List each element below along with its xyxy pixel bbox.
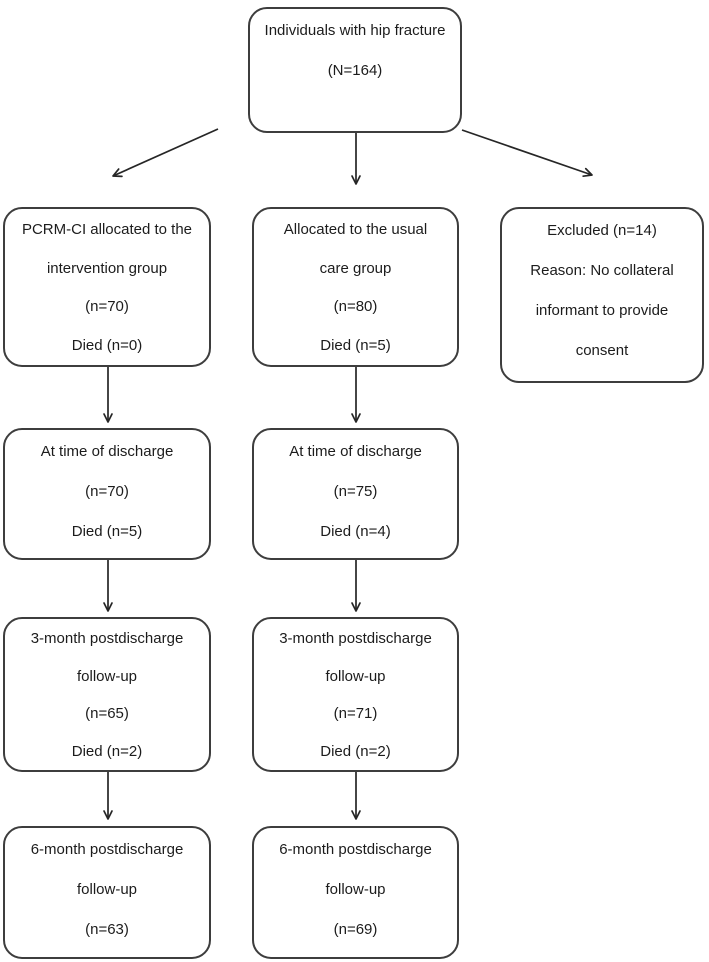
- box-usual-care-3-month-line: 3-month postdischarge: [279, 630, 432, 648]
- box-excluded-reason: consent: [575, 341, 629, 359]
- box-usual-care-allocation: Allocated to the usual care group (n=80)…: [252, 207, 459, 367]
- box-usual-care-3-month-count: (n=71): [333, 705, 378, 723]
- box-intervention-6-month: 6-month postdischarge follow-up (n=63): [3, 826, 211, 959]
- box-intervention-6-month-line: follow-up: [76, 880, 138, 898]
- box-usual-care-allocation-died: Died (n=5): [320, 337, 391, 355]
- box-intervention-3-month-line: 3-month postdischarge: [30, 630, 184, 648]
- box-intervention-discharge-line: At time of discharge: [40, 442, 174, 460]
- box-usual-care-3-month: 3-month postdischarge follow-up (n=71) D…: [252, 617, 459, 772]
- box-usual-care-allocation-count: (n=80): [333, 298, 378, 316]
- box-intervention-6-month-line: 6-month postdischarge: [30, 840, 184, 858]
- box-intervention-allocation-line: PCRM-CI allocated to the: [21, 220, 193, 238]
- box-usual-care-discharge-died: Died (n=4): [320, 522, 391, 540]
- box-excluded-reason: informant to provide: [535, 301, 669, 319]
- box-intervention-discharge: At time of discharge (n=70) Died (n=5): [3, 428, 211, 560]
- box-intervention-3-month: 3-month postdischarge follow-up (n=65) D…: [3, 617, 211, 772]
- box-usual-care-discharge: At time of discharge (n=75) Died (n=4): [252, 428, 459, 560]
- box-intervention-discharge-died: Died (n=5): [71, 522, 143, 540]
- box-intervention-3-month-line: follow-up: [76, 667, 138, 685]
- box-usual-care-3-month-died: Died (n=2): [320, 742, 391, 760]
- box-usual-care-6-month-count: (n=69): [333, 920, 378, 938]
- box-usual-care-discharge-line: At time of discharge: [289, 442, 422, 460]
- box-usual-care-allocation-line: care group: [319, 259, 392, 277]
- box-usual-care-6-month-line: follow-up: [325, 880, 386, 898]
- box-enrollment-line: Individuals with hip fracture: [264, 21, 446, 39]
- box-intervention-allocation-line: intervention group: [46, 259, 168, 277]
- box-intervention-3-month-died: Died (n=2): [71, 742, 143, 760]
- box-usual-care-3-month-line: follow-up: [325, 667, 386, 685]
- box-enrollment: Individuals with hip fracture (N=164): [248, 7, 462, 133]
- box-excluded-count: Excluded (n=14): [547, 221, 657, 239]
- box-intervention-3-month-count: (n=65): [85, 705, 129, 723]
- box-intervention-allocation-count: (n=70): [85, 298, 129, 316]
- box-enrollment-count: (N=164): [327, 61, 383, 79]
- box-intervention-allocation-died: Died (n=0): [71, 337, 143, 355]
- arrow-enrollment-to-excluded: [461, 129, 593, 178]
- box-intervention-discharge-count: (n=70): [85, 482, 129, 500]
- box-excluded-reason: Reason: No collateral: [530, 261, 674, 279]
- box-excluded: Excluded (n=14) Reason: No collateral in…: [500, 207, 704, 383]
- box-intervention-allocation: PCRM-CI allocated to the intervention gr…: [3, 207, 211, 367]
- box-usual-care-allocation-line: Allocated to the usual: [283, 220, 428, 238]
- box-usual-care-6-month-line: 6-month postdischarge: [279, 840, 432, 858]
- box-usual-care-discharge-count: (n=75): [333, 482, 378, 500]
- box-intervention-6-month-count: (n=63): [85, 920, 129, 938]
- box-usual-care-6-month: 6-month postdischarge follow-up (n=69): [252, 826, 459, 959]
- arrow-enrollment-to-intervention: [112, 128, 219, 178]
